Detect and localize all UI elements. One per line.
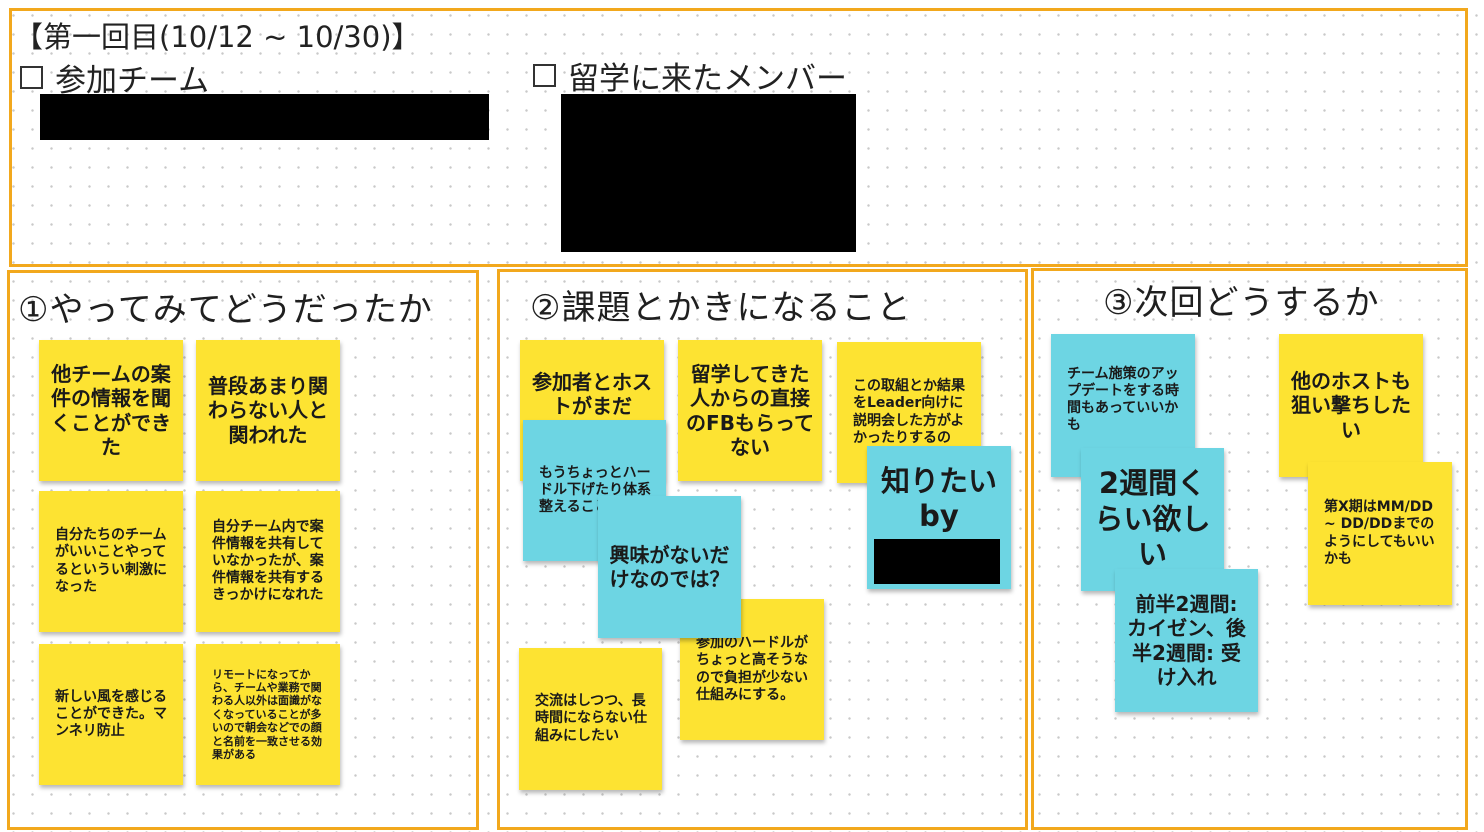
- teams-checkbox[interactable]: [20, 66, 43, 89]
- section3-title: ③次回どうするか: [1103, 283, 1380, 323]
- sticky-note[interactable]: 興味がないだけなのでは？: [598, 496, 741, 638]
- sticky-note[interactable]: 他のホストも狙い撃ちしたい: [1279, 334, 1423, 477]
- sticky-note[interactable]: 2週間くらい欲しい: [1081, 448, 1224, 591]
- section2-frame: [497, 269, 1028, 830]
- teams-label: 参加チーム: [55, 63, 210, 99]
- author-redaction: [874, 539, 1000, 584]
- teams-redaction: [40, 94, 489, 140]
- section1-frame: [7, 270, 479, 830]
- section2-title: ②課題とかきになること: [530, 288, 912, 328]
- teams-checkbox-item[interactable]: 参加チーム: [20, 55, 209, 100]
- sticky-note[interactable]: 第X期はMM/DD ~ DD/DDまでのようにしてもいいかも: [1308, 462, 1452, 605]
- section1-title: ①やってみてどうだったか: [18, 290, 433, 330]
- members-checkbox-item[interactable]: 留学に来たメンバー: [533, 53, 847, 98]
- sticky-note[interactable]: 交流はしつつ、長時間にならない仕組みにしたい: [519, 648, 662, 790]
- sticky-note[interactable]: リモートになってから、チームや業務で関わる人以外は面識がなくなっていることが多い…: [196, 644, 340, 785]
- sticky-note[interactable]: 他チームの案件の情報を聞くことができた: [39, 340, 183, 481]
- sticky-note[interactable]: 自分たちのチームがいいことやってるというい刺激になった: [39, 491, 183, 632]
- sticky-note[interactable]: 新しい風を感じることができた。マンネリ防止: [39, 644, 183, 785]
- sticky-note[interactable]: 知りたい by: [867, 446, 1011, 589]
- sticky-note[interactable]: 留学してきた人からの直接のFBもらってない: [678, 340, 822, 481]
- top-frame: [9, 8, 1468, 267]
- sticky-note[interactable]: 前半2週間: カイゼン、後半2週間: 受け入れ: [1115, 569, 1258, 712]
- sticky-note[interactable]: 普段あまり関わらない人と関われた: [196, 340, 340, 481]
- members-label: 留学に来たメンバー: [568, 61, 847, 97]
- section3-frame: [1031, 268, 1468, 830]
- sticky-note[interactable]: 自分チーム内で案件情報を共有していなかったが、案件情報を共有するきっかけになれた: [196, 491, 340, 632]
- session-title: 【第一回目(10/12 ~ 10/30)】: [14, 20, 421, 54]
- members-redaction: [561, 94, 856, 252]
- members-checkbox[interactable]: [533, 64, 556, 87]
- sticky-note-text: 知りたい by: [880, 464, 997, 534]
